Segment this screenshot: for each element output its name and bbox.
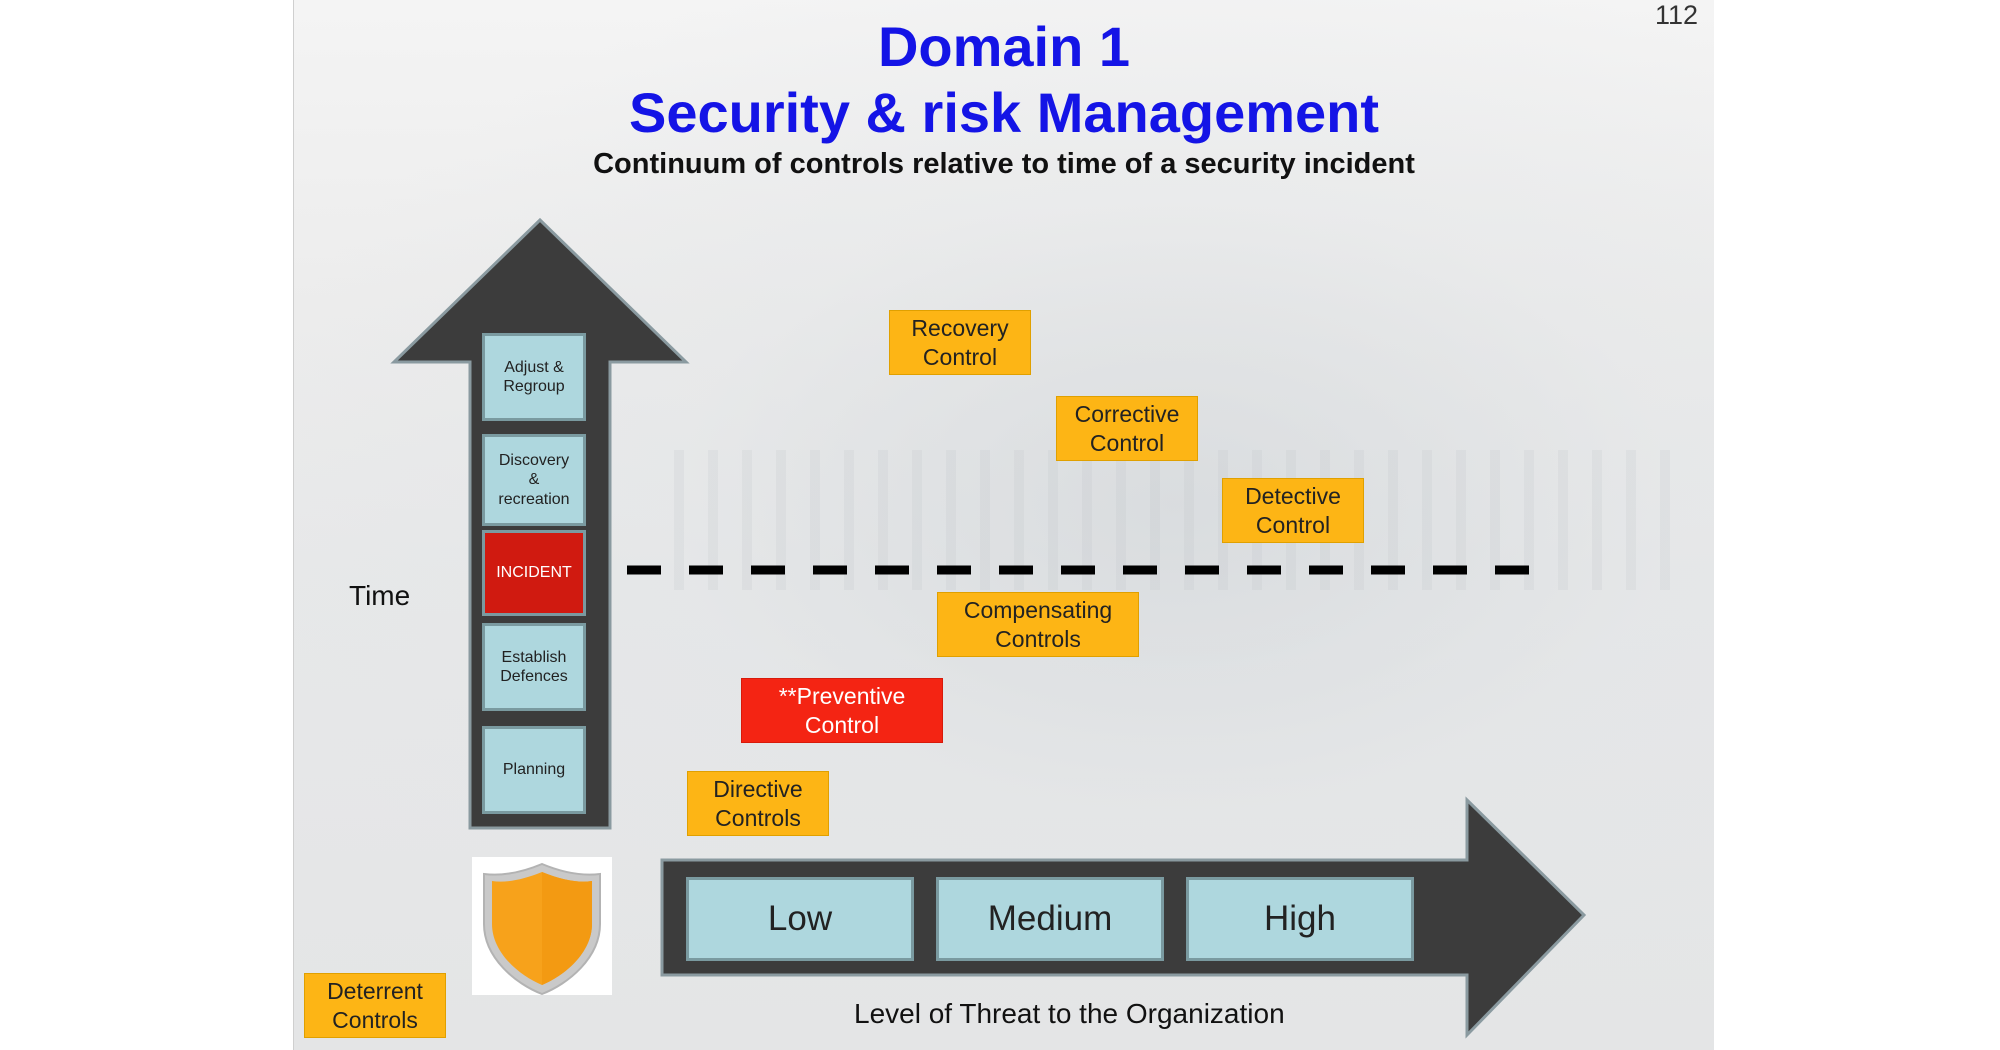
slide-title-line2: Security & risk Management: [628, 81, 1380, 144]
stage-incident: INCIDENT: [482, 530, 586, 616]
time-axis-label: Time: [349, 580, 411, 611]
slide-subtitle: Continuum of controls relative to time o…: [593, 148, 1415, 180]
shield-icon: [472, 857, 612, 996]
directive-controls-box: Directive Controls: [687, 771, 829, 836]
compensating-controls-box: Compensating Controls: [937, 592, 1139, 657]
stage-discovery-recreation: Discovery & recreation: [482, 434, 586, 526]
detective-control-box: Detective Control: [1222, 478, 1364, 543]
threat-axis-label: Level of Threat to the Organization: [854, 998, 1285, 1029]
stage-planning: Planning: [482, 726, 586, 814]
slide-number: 112: [1654, 0, 1698, 30]
slide-title-line1: Domain 1: [877, 15, 1131, 78]
threat-level-medium: Medium: [936, 877, 1164, 961]
threat-level-high: High: [1186, 877, 1414, 961]
deterrent-controls-box: Deterrent Controls: [304, 973, 446, 1038]
stage-establish-defences: Establish Defences: [482, 623, 586, 711]
stage-adjust-regroup: Adjust & Regroup: [482, 333, 586, 421]
preventive-control-box: **Preventive Control: [741, 678, 943, 743]
recovery-control-box: Recovery Control: [889, 310, 1031, 375]
threat-level-low: Low: [686, 877, 914, 961]
slide: 112 Domain 1 Security & risk Management …: [293, 0, 1714, 1050]
corrective-control-box: Corrective Control: [1056, 396, 1198, 461]
